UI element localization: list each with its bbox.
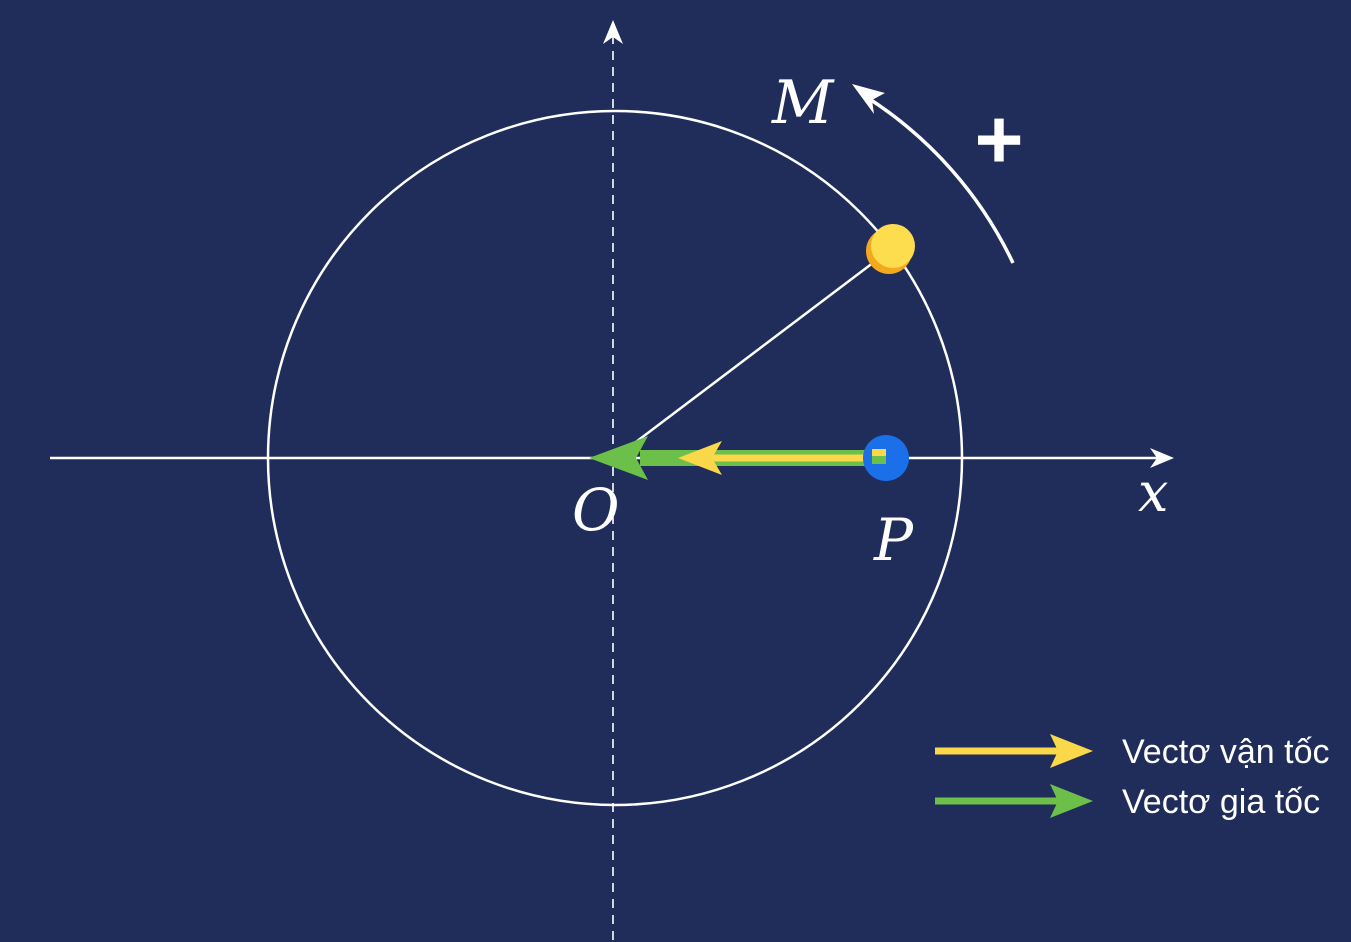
label-axis-x: x	[1138, 461, 1168, 524]
acceleration-vector-head	[589, 436, 648, 480]
positive-direction-arc	[867, 96, 1015, 264]
label-point-m: M	[771, 68, 835, 138]
legend-acceleration-label: Vectơ gia tốc	[1122, 783, 1320, 821]
vector-overlap-on-p	[872, 449, 886, 456]
point-m-marker	[871, 224, 915, 268]
legend: Vectơ vận tốc Vectơ gia tốc	[935, 733, 1330, 821]
vertical-axis-arrowhead	[603, 20, 623, 44]
label-point-o: O	[572, 476, 620, 544]
legend-acceleration-swatch-head	[1050, 784, 1093, 818]
legend-velocity-swatch-head	[1050, 734, 1093, 768]
legend-velocity-label: Vectơ vận tốc	[1122, 733, 1330, 771]
vector-overlap-on-p-green	[872, 456, 886, 464]
trajectory-circle	[266, 109, 964, 807]
label-point-p: P	[873, 506, 914, 574]
positive-direction-arrowhead	[852, 84, 885, 114]
radius-om	[627, 249, 891, 449]
positive-direction-sign: +	[974, 92, 1023, 186]
x-axis-arrowhead	[1150, 448, 1174, 468]
velocity-vector-head	[678, 441, 722, 475]
